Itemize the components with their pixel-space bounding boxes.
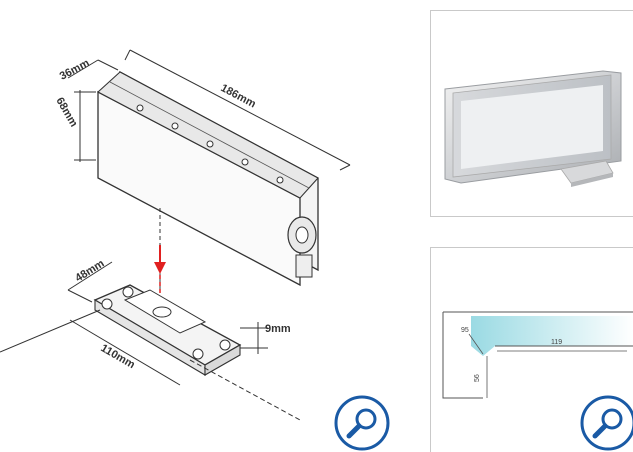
product-photo-thumbnail[interactable] (430, 10, 633, 217)
dim-label-depth: 36mm (58, 57, 92, 83)
magnifier-icon[interactable] (579, 394, 633, 452)
patch-fitting-technical-drawing: 36mm 68mm 186mm 48mm 9mm 110mm (0, 49, 351, 421)
magnifier-icon[interactable] (333, 394, 391, 452)
dim-56: 56 (474, 374, 481, 382)
dim-label-plate-length: 110mm (99, 342, 137, 371)
dim-label-height: 68mm (53, 96, 79, 130)
dim-label-plate-width: 48mm (73, 257, 107, 284)
dim-119: 119 (551, 339, 562, 346)
section-diagram-thumbnail[interactable]: 119 56 95 (430, 247, 633, 452)
top-view-diagram: 119 56 95 (442, 311, 633, 399)
dim-label-plate-thickness: 9mm (265, 323, 291, 335)
patch-fitting-photo (444, 70, 622, 187)
dim-95: 95 (461, 327, 469, 334)
